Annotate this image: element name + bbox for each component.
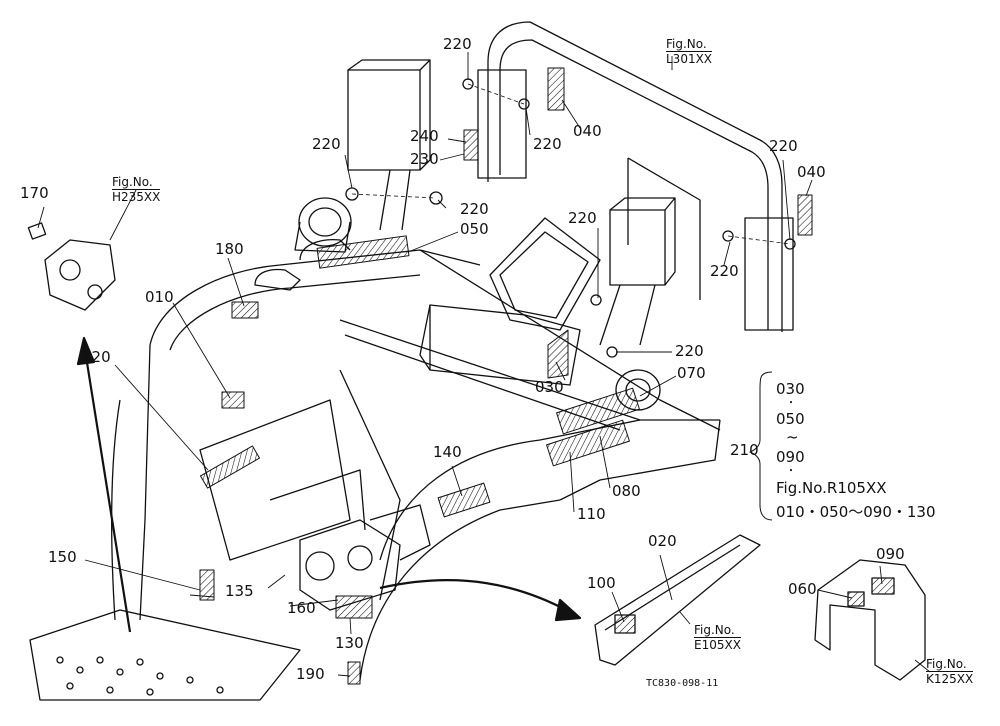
right-bracket xyxy=(599,197,676,346)
group-fig-line: Fig.No.R105XX xyxy=(776,479,887,497)
drawing-reference: TC830-098-11 xyxy=(646,678,719,689)
callout-190: 190 xyxy=(296,665,325,683)
figure-ref-prefix: Fig.No. xyxy=(112,175,153,189)
assembly-lines xyxy=(351,83,791,245)
callout-170: 170 xyxy=(20,184,49,202)
callout-210: 210 xyxy=(730,441,759,459)
group-item: 090 xyxy=(776,448,805,466)
callout-040: 040 xyxy=(573,122,602,140)
figure-ref-prefix: Fig.No. xyxy=(694,623,735,637)
figure-ref-code: E105XX xyxy=(694,637,741,652)
callout-130: 130 xyxy=(335,634,364,652)
floor-plate xyxy=(29,609,301,701)
callout-220: 220 xyxy=(312,135,341,153)
group-item: 030 xyxy=(776,380,805,398)
callout-140: 140 xyxy=(433,443,462,461)
separator-dot: ・ xyxy=(786,466,796,477)
figure-ref-h235: Fig.No. H235XX xyxy=(112,175,161,204)
callout-020: 020 xyxy=(648,532,677,550)
callout-160: 160 xyxy=(287,599,316,617)
direction-arrows xyxy=(76,336,582,633)
callout-080: 080 xyxy=(612,482,641,500)
figure-ref-k125: Fig.No. K125XX xyxy=(926,657,974,686)
callout-100: 100 xyxy=(587,574,616,592)
callout-150: 150 xyxy=(48,548,77,566)
detail-part-k125 xyxy=(814,559,926,681)
callout-120: 120 xyxy=(82,348,111,366)
hydraulic-valve xyxy=(299,504,431,611)
seat xyxy=(419,217,601,386)
callout-030: 030 xyxy=(535,378,564,396)
figure-ref-e105: Fig.No. E105XX xyxy=(694,624,741,652)
callout-220: 220 xyxy=(769,137,798,155)
callout-090: 090 xyxy=(876,545,905,563)
group-bracket-210 xyxy=(749,371,773,521)
group-item: 050 xyxy=(776,410,805,428)
rops-frame xyxy=(477,21,794,332)
callout-220: 220 xyxy=(460,200,489,218)
callout-050: 050 xyxy=(460,220,489,238)
main-fender xyxy=(111,239,721,681)
leader-lines xyxy=(37,52,931,677)
callout-110: 110 xyxy=(577,505,606,523)
decals xyxy=(199,67,813,685)
callout-040: 040 xyxy=(797,163,826,181)
range-tilde: ~ xyxy=(786,428,799,446)
callout-180: 180 xyxy=(215,240,244,258)
callout-070: 070 xyxy=(677,364,706,382)
detail-part-170 xyxy=(27,222,116,311)
callout-220: 220 xyxy=(675,342,704,360)
callout-220: 220 xyxy=(710,262,739,280)
separator-dot: ・ xyxy=(786,398,796,409)
callout-135: 135 xyxy=(225,582,254,600)
figure-ref-code: L301XX xyxy=(666,51,713,66)
callout-230: 230 xyxy=(410,150,439,168)
figure-ref-l301: Fig.No. L301XX xyxy=(666,37,713,66)
figure-ref-prefix: Fig.No. xyxy=(666,37,707,51)
callout-220: 220 xyxy=(568,209,597,227)
upper-bracket xyxy=(347,59,431,231)
figure-ref-prefix: Fig.No. xyxy=(926,657,967,671)
figure-ref-code: K125XX xyxy=(926,671,974,686)
callout-220: 220 xyxy=(533,135,562,153)
rubber-mount-left xyxy=(294,197,352,253)
detail-part-e105 xyxy=(594,534,761,666)
washers xyxy=(345,78,796,358)
group-list-line: 010・050～090・130 xyxy=(776,503,936,521)
figure-ref-code: H235XX xyxy=(112,189,161,204)
callout-240: 240 xyxy=(410,127,439,145)
callout-060: 060 xyxy=(788,580,817,598)
callout-010: 010 xyxy=(145,288,174,306)
callout-220: 220 xyxy=(443,35,472,53)
